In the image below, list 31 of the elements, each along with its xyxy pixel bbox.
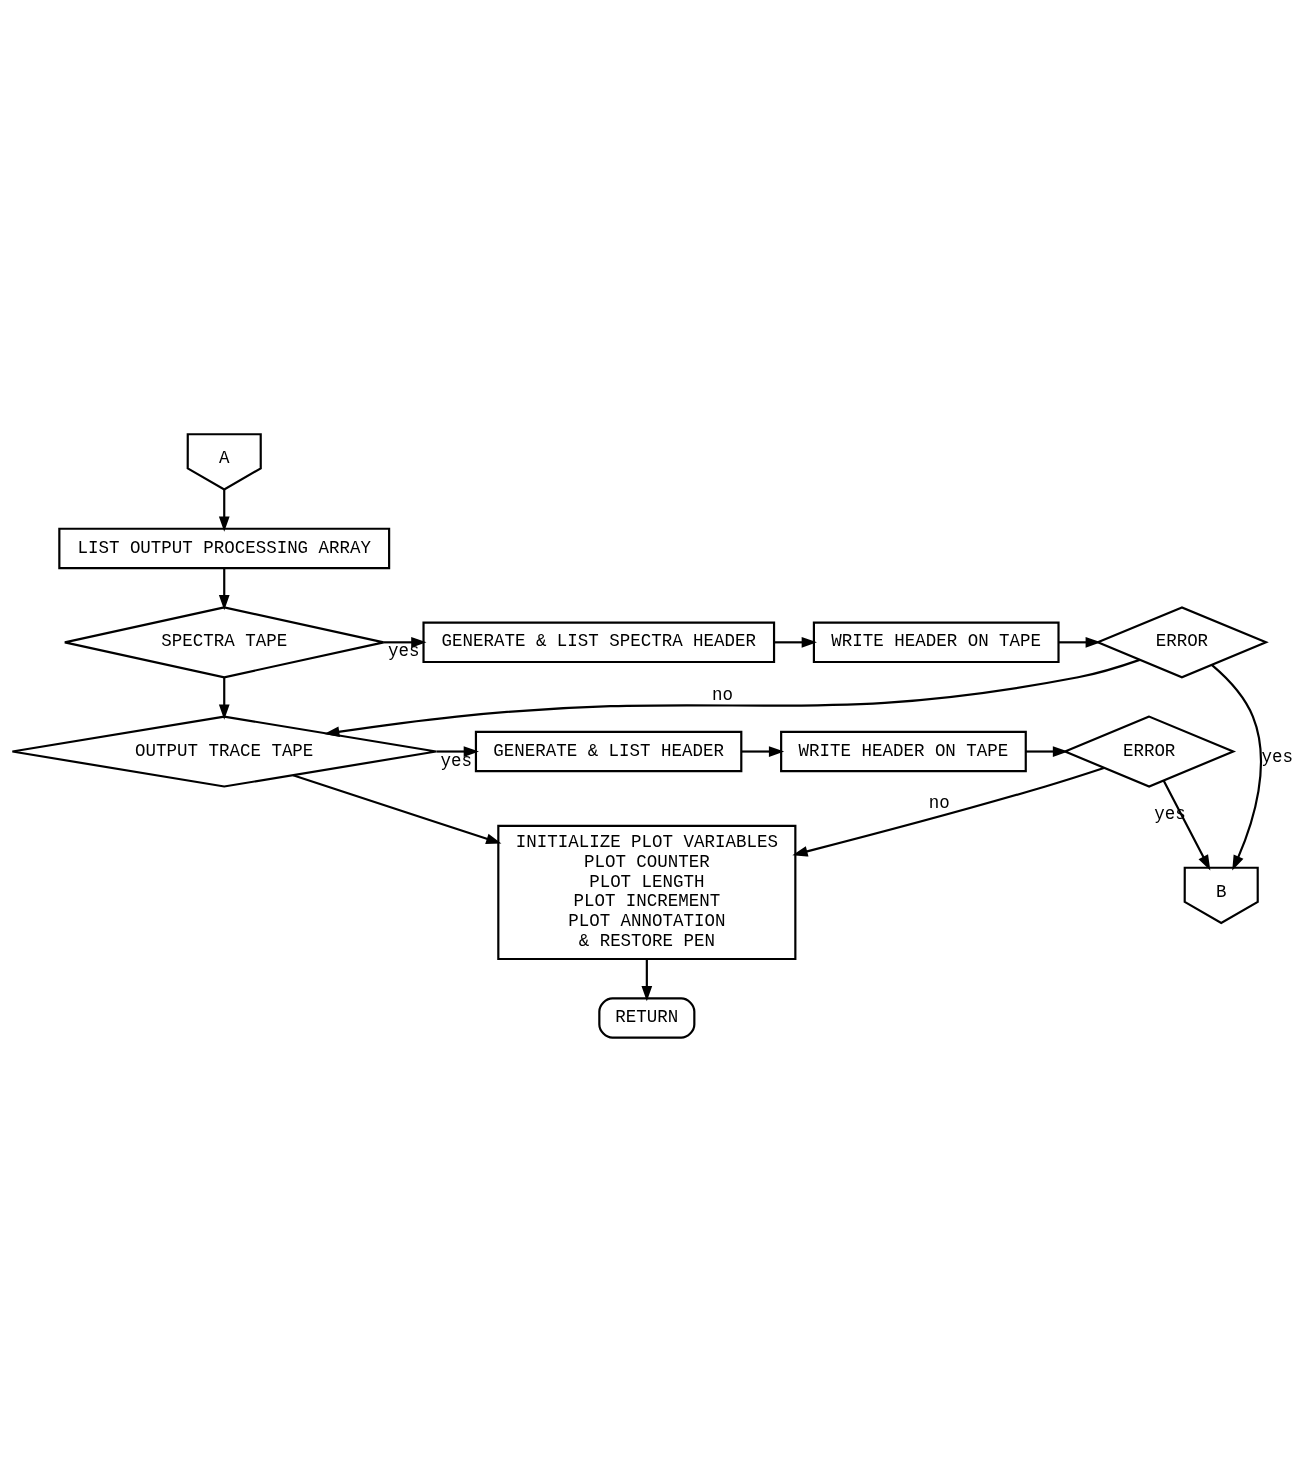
edge-label: no [712, 684, 734, 705]
node-box: RETURN [598, 996, 696, 1039]
arrow [218, 568, 230, 610]
edge-label: no [928, 792, 950, 813]
arrow [1058, 636, 1101, 648]
node-box: WRITE HEADER ON TAPE [812, 621, 1060, 663]
node-diamond: ERROR [1095, 605, 1269, 678]
edge-label: yes [1261, 746, 1293, 767]
arrow [218, 676, 230, 720]
node-box: GENERATE & LIST SPECTRA HEADER [422, 621, 776, 663]
node-box: WRITE HEADER ON TAPE [780, 730, 1027, 772]
edge-label: yes [387, 640, 420, 661]
arrow [741, 745, 785, 757]
arrow [436, 745, 479, 757]
arrow [774, 636, 817, 648]
node-box: INITIALIZE PLOT VARIABLES PLOT COUNTER PLOT LENGTH PLOT INCREMENT PLOT ANNOTATION & RESTORE PEN [497, 824, 797, 960]
arrow [792, 766, 1105, 857]
node-diamond: ERROR [1062, 714, 1237, 788]
node-box: GENERATE & LIST HEADER [474, 730, 743, 772]
arrow [218, 489, 230, 532]
node-diamond: OUTPUT TRACE TAPE [11, 715, 438, 788]
arrow [1162, 779, 1211, 870]
arrow [1025, 745, 1069, 757]
arrow [641, 958, 653, 1001]
arrow [324, 658, 1140, 737]
arrow [383, 636, 427, 648]
arrow [292, 773, 502, 844]
edge-label: yes [440, 750, 472, 771]
node-diamond: SPECTRA TAPE [63, 605, 385, 678]
node-box: LIST OUTPUT PROCESSING ARRAY [58, 527, 391, 569]
arrow [1211, 663, 1262, 871]
